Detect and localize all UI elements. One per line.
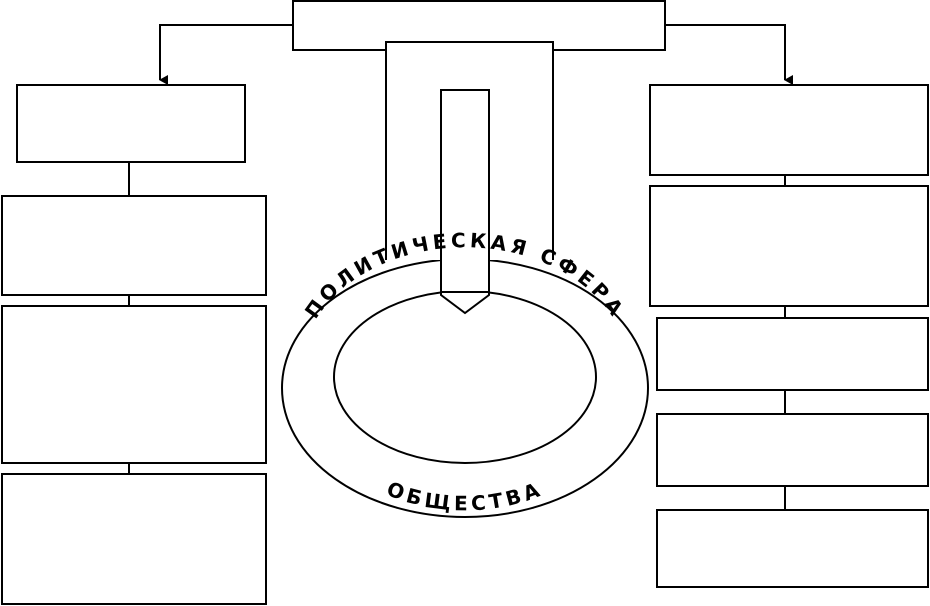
right-box-5 (656, 509, 929, 588)
right-arrow-connector (665, 24, 793, 85)
right-box-3 (656, 317, 929, 391)
inner-ellipse (333, 290, 597, 464)
left-box-4 (1, 473, 267, 605)
right-box-2 (649, 185, 929, 307)
inner-pillar (440, 89, 490, 315)
left-box-2 (1, 195, 267, 296)
left-box-3 (1, 305, 267, 464)
left-arrow-connector (159, 24, 293, 85)
right-box-1 (649, 84, 929, 176)
right-box-4 (656, 413, 929, 487)
left-box-1 (16, 84, 246, 163)
